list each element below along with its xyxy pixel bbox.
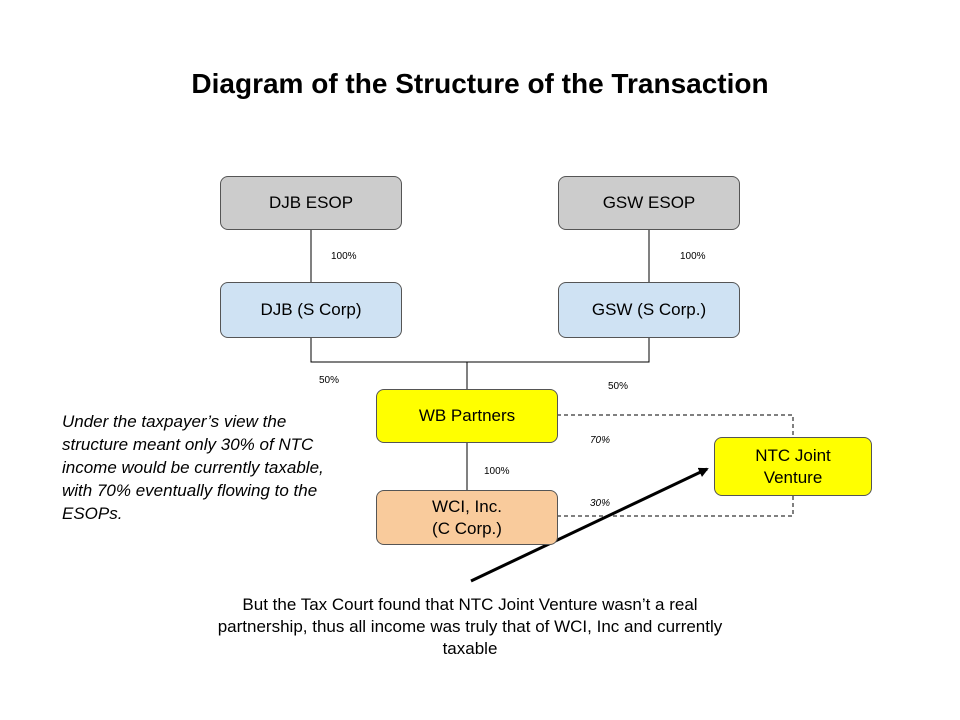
- tax-court-finding: But the Tax Court found that NTC Joint V…: [217, 595, 723, 658]
- gsw-scorp-box: GSW (S Corp.): [558, 282, 740, 338]
- line-wb-to-ntc-dashed: [557, 414, 794, 437]
- tax-court-arrow: [470, 467, 709, 583]
- pct-wb-to-ntc: 70%: [590, 435, 611, 446]
- line-scorps-to-wb: [310, 338, 650, 363]
- djb-scorp-box: DJB (S Corp): [220, 282, 402, 338]
- pct-wb-to-wci: 100%: [484, 466, 510, 477]
- ntc-joint-venture-box: NTC Joint Venture: [714, 437, 872, 496]
- line-wci-to-ntc-dashed: [557, 496, 794, 517]
- taxpayer-view-note: Under the taxpayer’s view the structure …: [62, 412, 324, 523]
- gsw-esop-box: GSW ESOP: [558, 176, 740, 230]
- djb-esop-box: DJB ESOP: [220, 176, 402, 230]
- pct-wci-to-ntc: 30%: [590, 498, 611, 509]
- pct-gsw-to-wb: 50%: [608, 381, 629, 392]
- pct-djb-to-wb: 50%: [319, 375, 340, 386]
- diagram-title: Diagram of the Structure of the Transact…: [191, 68, 769, 99]
- wb-partners-box: WB Partners: [376, 389, 558, 443]
- pct-gsw-esop-to-gsw: 100%: [680, 251, 706, 262]
- wci-box: WCI, Inc. (C Corp.): [376, 490, 558, 545]
- pct-djb-esop-to-djb: 100%: [331, 251, 357, 262]
